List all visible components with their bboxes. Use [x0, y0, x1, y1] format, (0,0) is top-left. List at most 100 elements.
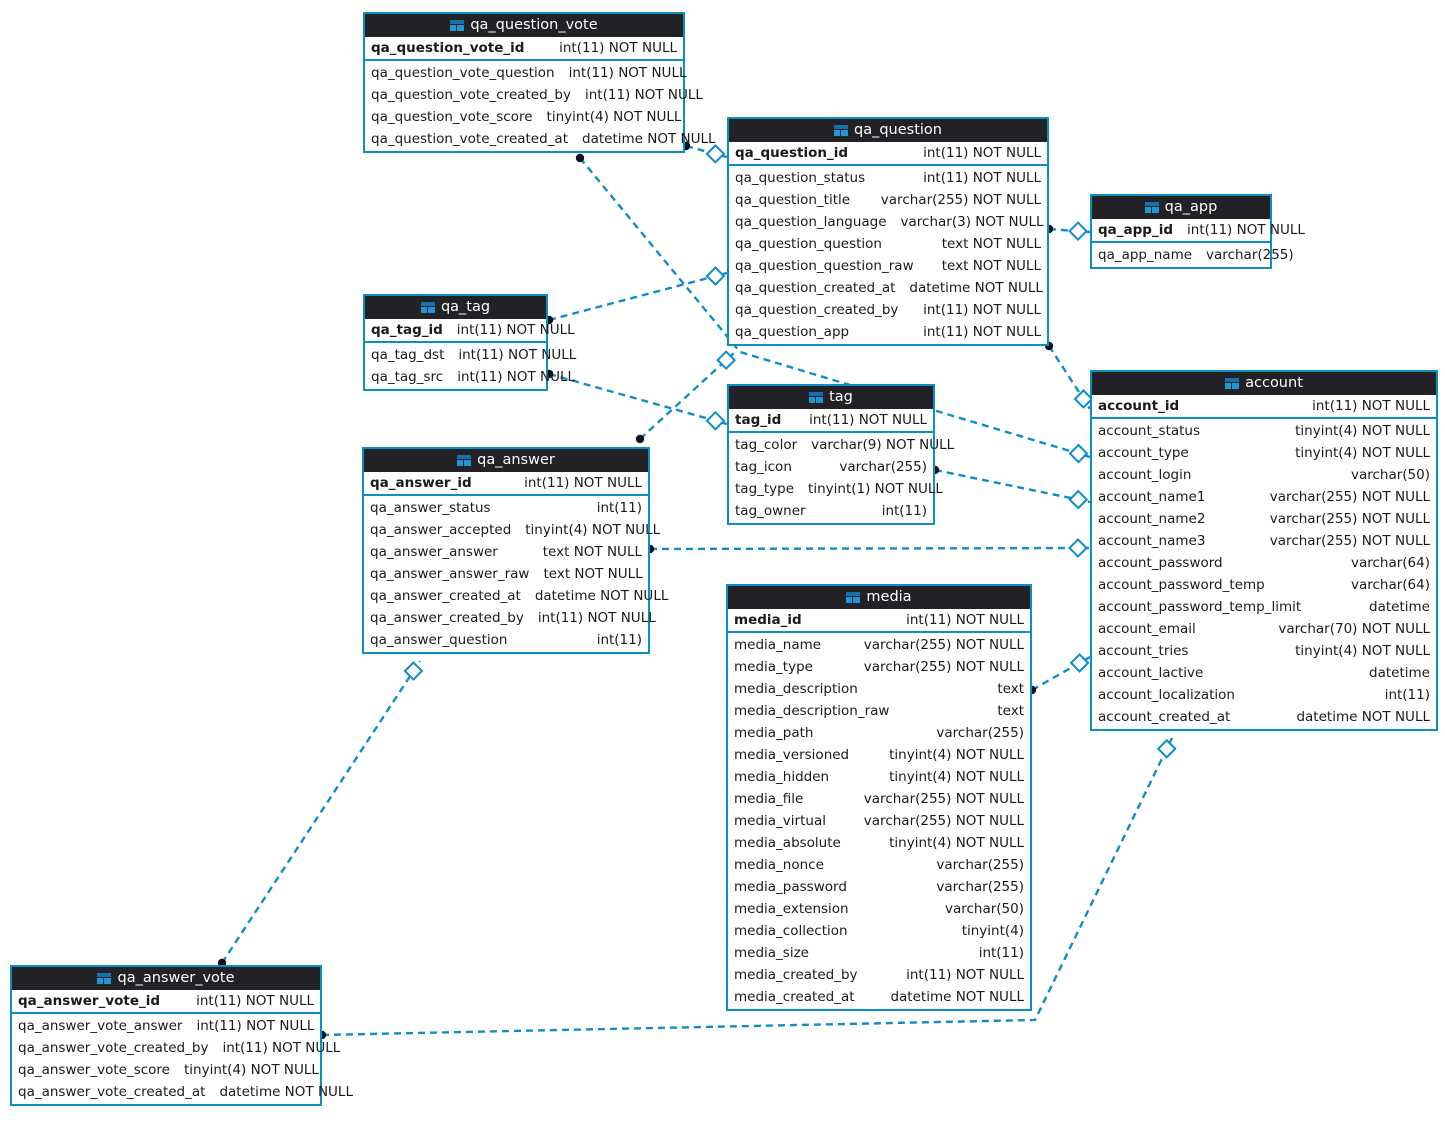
- relationship-rel-answer-account[interactable]: [645, 538, 1091, 558]
- entity-title-bar[interactable]: media: [728, 586, 1030, 609]
- relationship-rel-qtag-question[interactable]: [544, 266, 728, 325]
- relationship-rel-question-app[interactable]: [1044, 221, 1091, 242]
- relationship-rel-question-account[interactable]: [1044, 341, 1094, 410]
- entity-title-bar[interactable]: tag: [729, 386, 933, 409]
- entity-title-bar[interactable]: qa_answer: [364, 449, 648, 472]
- entity-title-bar[interactable]: qa_tag: [365, 296, 546, 319]
- entity-title-bar[interactable]: qa_question: [729, 119, 1047, 142]
- relationship-rel-tag-account[interactable]: [930, 465, 1091, 510]
- table-icon: [809, 392, 824, 403]
- entity-title-bar[interactable]: qa_question_vote: [365, 14, 683, 37]
- field-type: int(11) NOT NULL: [559, 40, 677, 56]
- relationship-rel-answer-question[interactable]: [635, 350, 737, 444]
- relationship-rel-media-account[interactable]: [1027, 653, 1091, 695]
- entity-title-bar[interactable]: account: [1092, 372, 1436, 395]
- field-type: datetime: [1369, 599, 1430, 615]
- relationship-rel-qav-answer[interactable]: [217, 660, 424, 968]
- entity-title-bar[interactable]: qa_answer_vote: [12, 967, 320, 990]
- entity-title-bar[interactable]: qa_app: [1092, 196, 1270, 219]
- field-type: int(11) NOT NULL: [906, 967, 1024, 983]
